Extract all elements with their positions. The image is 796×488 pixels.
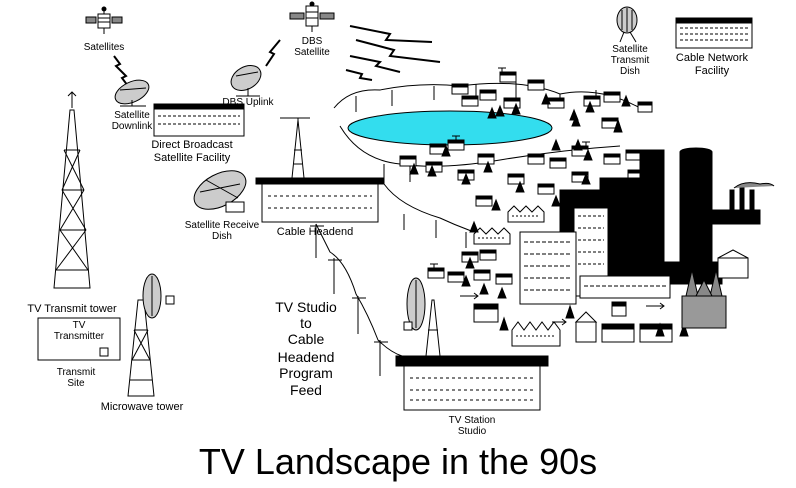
satellite-transmit-dish-label-line1: Satellite (612, 44, 648, 55)
studio-feed-label-line4: Headend (277, 349, 335, 365)
cable-network-facility-label-line1: Cable Network (675, 52, 749, 64)
studio-microwave-dish-icon (403, 277, 441, 357)
transmitter-port-icon (99, 347, 109, 357)
dbs-facility-label-line1: Direct Broadcast (151, 139, 233, 151)
studio-feed-label-line6: Feed (290, 382, 322, 398)
factory-icon (707, 182, 775, 225)
dbs-satellite-icon (289, 1, 335, 32)
microwave-tower-icon (127, 273, 175, 397)
tv-transmit-tower-icon (53, 91, 91, 289)
cable-headend-building-icon (255, 117, 385, 223)
satellite-receive-dish-icon (193, 170, 247, 213)
studio-feed-label-line1: TV Studio (275, 299, 337, 315)
lightning-icon (113, 25, 441, 87)
satellite-transmit-dish-label-line2: Transmit (610, 55, 650, 66)
dbs-uplink-label: DBS Uplink (222, 97, 274, 108)
city-skyline-icon (519, 147, 749, 305)
satellite-icon (85, 6, 123, 34)
satellite-transmit-dish-icon (616, 6, 638, 43)
studio-feed-label-line5: Program (279, 365, 333, 381)
tv-transmit-tower-label: TV Transmit tower (27, 303, 117, 315)
cable-headend-label: Cable Headend (276, 226, 354, 238)
cable-network-facility-icon (675, 17, 753, 49)
rowhouse-icon (473, 205, 561, 347)
church-icon (681, 266, 727, 329)
antenna-icon (430, 67, 590, 268)
microwave-tower-label: Microwave tower (100, 401, 184, 413)
dbs-facility-label-line2: Satellite Facility (153, 152, 231, 164)
satellite-downlink-label-line1: Satellite (114, 110, 150, 121)
dbs-satellite-label-line1: DBS (301, 36, 323, 47)
dbs-satellite-label-line2: Satellite (294, 47, 330, 58)
satellites-label: Satellites (83, 42, 125, 53)
tv-station-studio-building-icon (395, 355, 549, 411)
transmit-site-label-line1: Transmit (56, 367, 96, 378)
dbs-uplink-dish-icon (230, 65, 262, 97)
studio-feed-label-line2: to (300, 315, 312, 331)
tv-transmitter-label-line1: TV (72, 320, 86, 331)
satellite-receive-dish-label-line1: Satellite Receive (184, 220, 260, 231)
dbs-facility-building-icon (153, 103, 245, 137)
tv-station-studio-label-line2: Studio (457, 426, 487, 437)
tv-transmitter-label-line2: Transmitter (53, 331, 105, 342)
tv-station-studio-label-line1: TV Station (448, 415, 496, 426)
cable-network-facility-label-line2: Facility (694, 65, 730, 77)
satellite-transmit-dish-label-line3: Dish (619, 66, 640, 77)
tree-icon (409, 92, 689, 337)
satellite-downlink-dish-icon (114, 79, 150, 107)
arrow-icon (460, 292, 665, 326)
program-feed-cable (310, 223, 403, 376)
studio-feed-label-line3: Cable (287, 331, 325, 347)
satellite-downlink-label-line2: Downlink (111, 121, 153, 132)
satellite-receive-dish-label-line2: Dish (211, 231, 232, 242)
transmit-site-label-line2: Site (67, 378, 85, 389)
diagram-title: TV Landscape in the 90s (198, 441, 598, 482)
